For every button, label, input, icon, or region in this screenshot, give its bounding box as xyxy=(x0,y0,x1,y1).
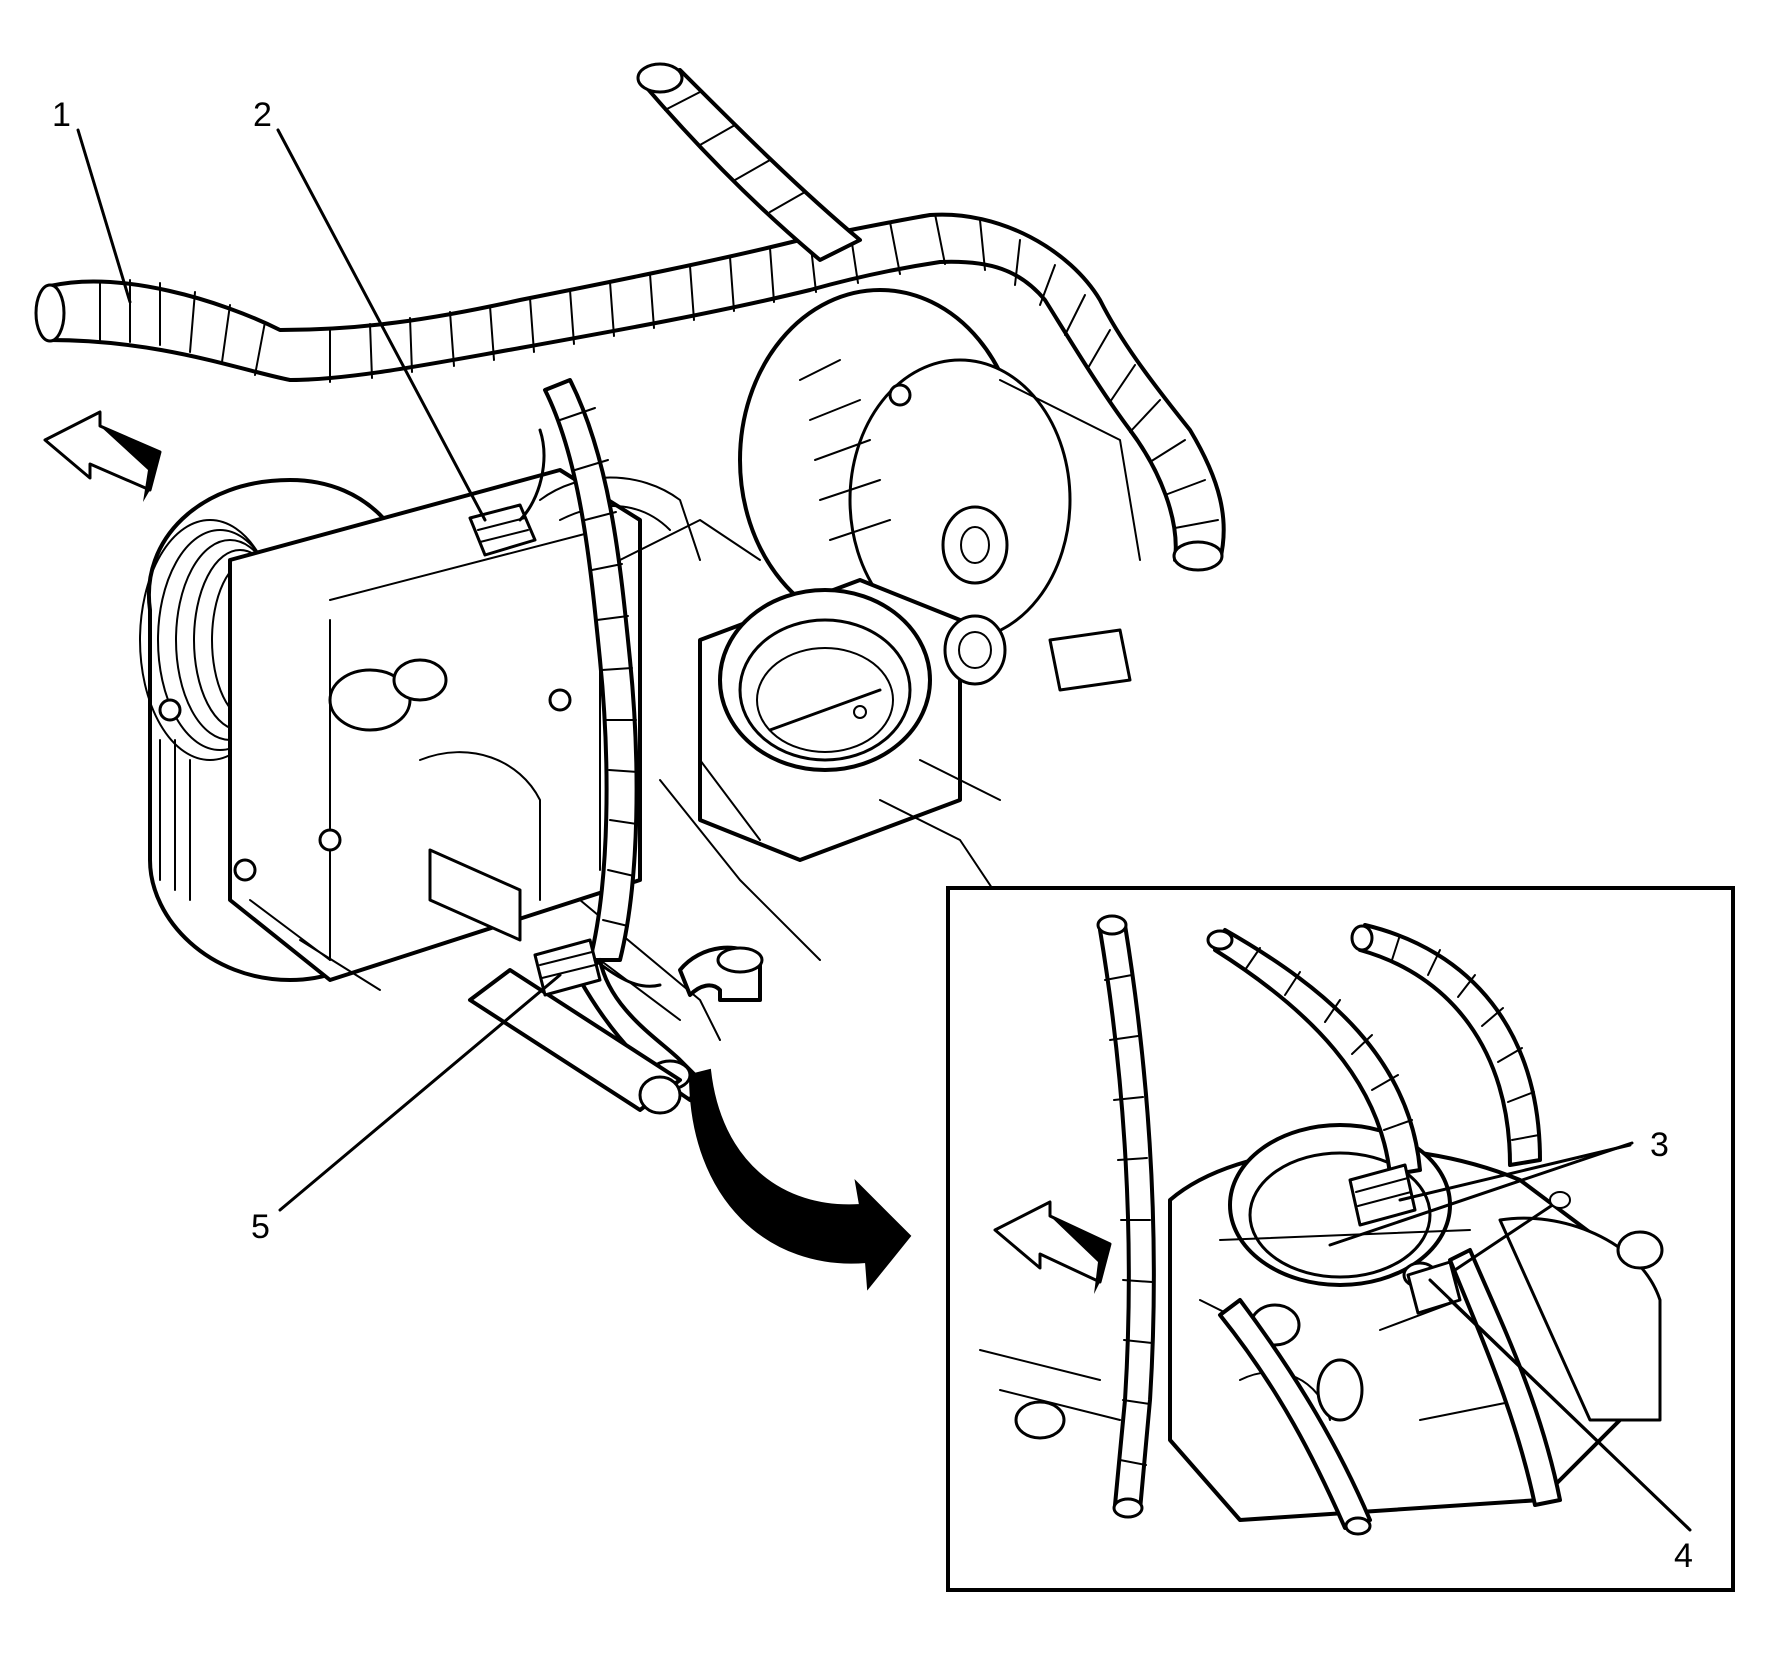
callout-5: 5 xyxy=(251,1208,270,1246)
callout-4: 4 xyxy=(1674,1537,1693,1575)
curved-arrow-icon xyxy=(688,1068,912,1291)
connector-3 xyxy=(1348,1163,1417,1227)
inset-forward-arrow-icon xyxy=(993,1200,1112,1294)
forward-arrow-icon xyxy=(43,410,162,502)
inset-detail-view xyxy=(946,886,1735,1592)
alternator xyxy=(738,288,1141,642)
callout-leaders xyxy=(76,128,1692,1532)
leader-line-3 xyxy=(1328,1141,1634,1247)
leader-line-2 xyxy=(276,128,487,522)
leader-line-4b xyxy=(1428,1278,1690,1530)
connector-2 xyxy=(468,428,546,557)
wiring-harness-upper xyxy=(636,62,862,262)
connector-4 xyxy=(1406,1191,1571,1315)
callout-2: 2 xyxy=(253,96,272,134)
inset-harness-right xyxy=(1350,923,1562,1507)
callout-3: 3 xyxy=(1650,1126,1669,1164)
throttle-body xyxy=(698,578,1132,862)
callout-1: 1 xyxy=(52,96,71,134)
leader-line-3b xyxy=(1398,1143,1632,1202)
callout-labels: 1 2 3 4 5 xyxy=(52,96,1693,1575)
inset-harness-left xyxy=(1096,914,1156,1519)
ac-compressor xyxy=(139,468,642,991)
leader-line-1 xyxy=(76,128,132,304)
hose-elbow xyxy=(678,945,764,1002)
wiring-harness-1 xyxy=(34,212,1226,572)
leader-line-5 xyxy=(278,973,562,1212)
